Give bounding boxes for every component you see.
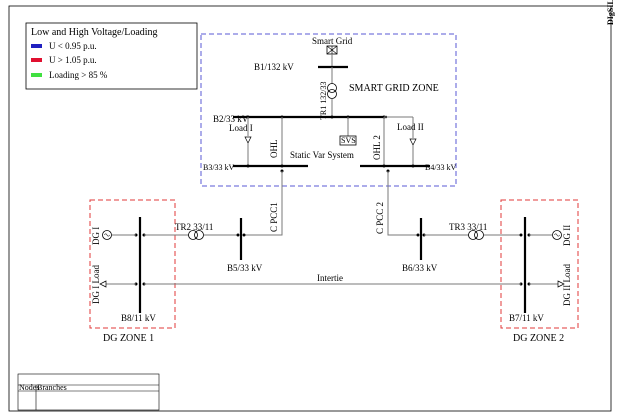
dg-i-label: DG I xyxy=(91,227,101,245)
dg-zone-1-label: DG ZONE 1 xyxy=(103,333,154,344)
c-pcc1-label: C PCC1 xyxy=(269,202,279,232)
smart-grid-label: Smart Grid xyxy=(312,36,353,46)
bus-b3-node xyxy=(280,164,284,168)
legend-box xyxy=(25,22,198,90)
ohl-2-label: OHL 2 xyxy=(372,135,382,160)
dg-ii-generator-wave xyxy=(554,233,560,237)
bus-b4-node xyxy=(382,164,386,168)
load-2-arrow xyxy=(409,138,417,146)
bus-b7-node xyxy=(519,233,523,237)
static-var-system-label: Static Var System xyxy=(290,150,354,160)
load-2-label: Load II xyxy=(397,122,424,132)
results-table-branches-header: Branches xyxy=(37,383,67,392)
bus-b7-label: B7/11 kV xyxy=(509,313,544,323)
tr1-winding-top xyxy=(327,83,337,93)
legend-label-high-voltage: U > 1.05 p.u. xyxy=(49,55,97,65)
software-tag: DIgSILENT xyxy=(606,0,615,25)
dg-zone-2-label: DG ZONE 2 xyxy=(513,333,564,344)
bus-b4-node xyxy=(411,164,415,168)
bus-b3-label: B3/33 kV xyxy=(203,163,235,172)
tr2-winding-left xyxy=(188,230,198,240)
svs-box xyxy=(339,135,357,146)
bus-b5-node xyxy=(236,233,240,237)
bus-b1-label: B1/132 kV xyxy=(254,62,294,72)
dg-ii-load-arrow xyxy=(557,280,565,288)
tr2-winding-right xyxy=(194,230,204,240)
intertie-label: Intertie xyxy=(317,273,343,283)
bus-b2-node xyxy=(330,115,334,119)
dg-i-generator-wave xyxy=(104,233,110,237)
dg-ii-load-label: DG II Load xyxy=(562,264,572,306)
bus-b4-label: B4/33 kV xyxy=(425,163,457,172)
legend-swatch-high-voltage xyxy=(31,58,42,62)
page-border xyxy=(8,5,612,412)
bus-b5-node xyxy=(242,233,246,237)
dg-ii-label: DG II xyxy=(562,225,572,246)
ohl-1-label: OHL xyxy=(269,140,279,159)
legend: Low and High Voltage/Loading U < 0.95 p.… xyxy=(25,22,198,90)
dg-zone-2-box xyxy=(500,199,579,329)
load-1-label: Load I xyxy=(229,123,253,133)
dg-i-load-label: DG I Load xyxy=(91,265,101,304)
tr1-label: TR1 132/33 xyxy=(319,82,328,120)
bus-b6-label: B6/33 kV xyxy=(402,263,438,273)
tr1-winding-bottom xyxy=(327,89,337,99)
tr3-label: TR3 33/11 xyxy=(449,222,487,232)
external-grid-hatch xyxy=(326,45,338,55)
bus-b8-label: B8/11 kV xyxy=(121,313,156,323)
legend-title: Low and High Voltage/Loading xyxy=(31,27,158,38)
bus-b3-node xyxy=(246,164,250,168)
smart-grid-zone-label: SMART GRID ZONE xyxy=(349,83,439,94)
dg-i-load-arrow xyxy=(99,280,107,288)
bus-b6-node xyxy=(416,233,420,237)
legend-label-low-voltage: U < 0.95 p.u. xyxy=(49,41,97,51)
legend-label-loading: Loading > 85 % xyxy=(49,70,108,80)
c-pcc2-line xyxy=(387,171,418,236)
legend-swatch-low-voltage xyxy=(31,44,42,48)
tr3-winding-right xyxy=(474,230,484,240)
c-pcc2-label: C PCC 2 xyxy=(375,202,385,234)
c-pcc1-line xyxy=(244,171,283,236)
dg-zone-1-box xyxy=(89,199,176,329)
results-table: Nodes Branches xyxy=(17,373,160,411)
results-table-frame xyxy=(17,373,160,411)
bus-b5-label: B5/33 kV xyxy=(227,263,263,273)
bus-b2-label: B2/33 kV xyxy=(213,114,249,124)
load-1-arrow xyxy=(244,136,252,144)
svs-label: SVS xyxy=(341,136,356,145)
smart-grid-zone-box xyxy=(200,33,457,187)
tr2-label: TR2 33/11 xyxy=(175,222,213,232)
results-table-nodes-header: Nodes xyxy=(19,383,39,392)
legend-swatch-loading xyxy=(31,73,42,77)
tr3-winding-left xyxy=(468,230,478,240)
